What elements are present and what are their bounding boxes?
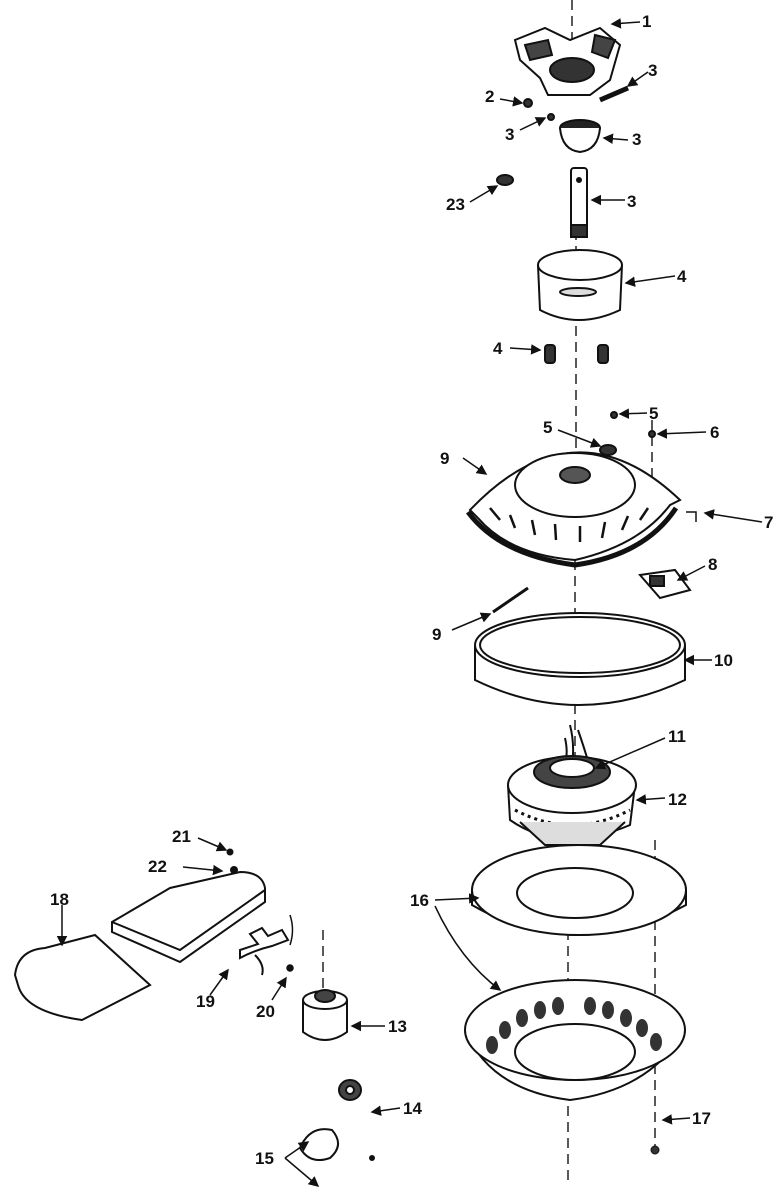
callout-1: 1 <box>642 12 651 31</box>
callout-14: 14 <box>403 1099 422 1118</box>
switch-housing-parts <box>599 411 656 456</box>
callout-5: 5 <box>543 418 552 437</box>
housing-cap <box>465 451 682 568</box>
callout-5: 5 <box>649 404 658 423</box>
blade-holder <box>111 848 266 964</box>
callout-15: 15 <box>255 1149 274 1168</box>
lower-housing-ring <box>471 844 687 936</box>
lower-housing-bowl <box>464 979 686 1102</box>
capacitor <box>302 989 348 1041</box>
set-screw <box>496 174 514 186</box>
callout-19: 19 <box>196 992 215 1011</box>
callout-2: 2 <box>485 87 494 106</box>
callout-4: 4 <box>493 339 503 358</box>
callout-9: 9 <box>440 449 449 468</box>
callout-7: 7 <box>764 513 773 532</box>
housing-screw-17 <box>650 1145 660 1155</box>
callout-labels: 1 2 3 3 3 3 4 4 5 5 6 7 8 9 9 10 11 12 1… <box>50 12 773 1168</box>
callout-3: 3 <box>632 130 641 149</box>
decorative-band <box>474 612 686 706</box>
pull-chain-nut <box>686 511 697 522</box>
callout-22: 22 <box>148 857 167 876</box>
callout-3: 3 <box>648 61 657 80</box>
callout-16: 16 <box>410 891 429 910</box>
callout-20: 20 <box>256 1002 275 1021</box>
pull-switch <box>638 568 692 600</box>
callout-17: 17 <box>692 1109 711 1128</box>
callout-10: 10 <box>714 651 733 670</box>
pin <box>286 914 294 972</box>
hanger-ball <box>559 119 601 154</box>
callout-23: 23 <box>446 195 465 214</box>
callout-21: 21 <box>172 827 191 846</box>
bulb-cover-clip <box>298 1128 375 1161</box>
callout-3: 3 <box>505 125 514 144</box>
housing-screw <box>492 586 529 614</box>
mounting-bracket <box>513 26 622 96</box>
bracket-screws <box>523 85 629 121</box>
callout-9: 9 <box>432 625 441 644</box>
callout-11: 11 <box>668 727 686 746</box>
callout-6: 6 <box>710 423 719 442</box>
down-rod <box>570 167 588 238</box>
leader-lines <box>56 18 763 1187</box>
blade-bracket <box>239 926 290 976</box>
callout-12: 12 <box>668 790 687 809</box>
callout-4: 4 <box>677 267 687 286</box>
callout-13: 13 <box>388 1017 407 1036</box>
canopy-screws <box>544 344 609 364</box>
motor <box>507 755 637 846</box>
switch-knob <box>338 1079 362 1101</box>
canopy <box>537 249 623 321</box>
fan-blade <box>13 933 152 1022</box>
callout-8: 8 <box>708 555 717 574</box>
callout-18: 18 <box>50 890 69 909</box>
callout-3: 3 <box>627 192 636 211</box>
